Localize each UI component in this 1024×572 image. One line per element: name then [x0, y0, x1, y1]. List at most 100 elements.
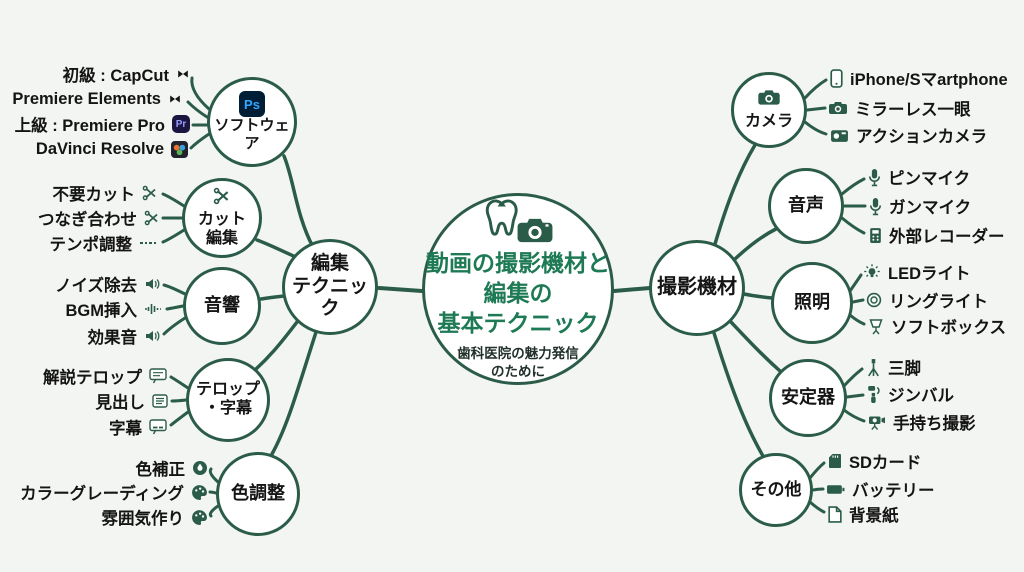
center-icons — [475, 197, 561, 247]
leaf-softbox: ソフトボックス — [868, 314, 1006, 338]
node-label: カット 編集 — [197, 211, 246, 247]
davinci-resolve-icon — [171, 140, 188, 158]
dashed-line-icon — [139, 239, 157, 247]
leaf-background-paper: 背景紙 — [828, 502, 899, 526]
leaf-noise-removal: ノイズ除去 — [55, 272, 160, 296]
ring-light-icon — [866, 292, 882, 308]
leaf-label: 色補正 — [135, 461, 186, 479]
node-edit-techniques: 編集 テクニック — [282, 239, 378, 335]
node-label: 音響 — [204, 295, 240, 316]
node-stabilizer: 安定器 — [769, 359, 847, 437]
premiere-pro-icon: Pr — [172, 115, 190, 133]
leaf-premiere-pro: 上級 : Premiere Pro Pr — [15, 112, 190, 136]
leaf-label: 効果音 — [87, 329, 138, 347]
microphone-icon — [868, 168, 881, 187]
leaf-iphone-smartphone: iPhone/Sマartphone — [830, 66, 1008, 90]
palette-icon — [191, 484, 208, 501]
leaf-label: 見出し — [95, 394, 146, 412]
smartphone-icon — [830, 68, 843, 88]
leaf-label: 上級 : Premiere Pro — [14, 117, 165, 135]
node-shooting-equipment: 撮影機材 — [649, 240, 745, 336]
node-others: その他 — [739, 453, 813, 527]
leaf-label: 手持ち撮影 — [893, 415, 976, 433]
led-bulb-icon — [863, 263, 881, 281]
handheld-camera-icon — [868, 414, 886, 431]
leaf-action-camera: アクションカメラ — [830, 123, 987, 147]
leaf-bgm-insert: BGM挿入 — [66, 297, 163, 321]
leaf-label: ジンバル — [888, 387, 954, 405]
recorder-icon — [869, 227, 882, 244]
paper-icon — [828, 505, 842, 523]
node-cut-editing: カット 編集 — [182, 178, 262, 258]
gimbal-icon — [866, 385, 881, 404]
node-label: 色調整 — [231, 483, 285, 504]
speaker-icon — [144, 276, 160, 292]
leaf-handheld-shooting: 手持ち撮影 — [868, 410, 976, 434]
leaf-label: アクションカメラ — [856, 128, 988, 146]
leaf-label: ピンマイク — [888, 170, 971, 188]
node-color-adjust: 色調整 — [216, 452, 300, 536]
node-label: 編集 テクニック — [291, 253, 368, 320]
leaf-sd-card: SDカード — [828, 449, 921, 473]
scissors-icon — [142, 185, 158, 201]
node-label: 撮影機材 — [657, 276, 737, 299]
node-audio: 音声 — [768, 168, 844, 244]
tripod-icon — [866, 358, 881, 377]
leaf-label: ガンマイク — [889, 199, 972, 217]
leaf-label: 解説テロップ — [43, 369, 142, 387]
leaf-tempo-adjust: テンポ調整 — [50, 231, 158, 255]
leaf-label: Premiere Elements — [12, 89, 161, 108]
microphone-icon — [869, 197, 882, 216]
softbox-icon — [868, 318, 884, 335]
leaf-label: つなぎ合わせ — [38, 211, 137, 229]
leaf-color-correction: 色補正 — [136, 456, 209, 480]
leaf-ring-light: リングライト — [866, 288, 988, 312]
waveform-icon — [144, 302, 162, 316]
node-label: ソフトウェ ア — [214, 117, 290, 152]
leaf-label: テンポ調整 — [49, 236, 133, 254]
subtitle-bubble-icon — [149, 419, 167, 435]
leaf-capcut: 初級 : CapCut — [63, 62, 190, 86]
leaf-label: カラーグレーディング — [20, 485, 184, 503]
camera-icon — [515, 215, 555, 252]
node-telop-subtitles: テロップ ・字幕 — [186, 358, 270, 442]
leaf-join-clips: つなぎ合わせ — [38, 206, 160, 230]
node-label: テロップ ・字幕 — [195, 381, 260, 417]
node-lighting: 照明 — [771, 262, 853, 344]
camera-icon — [757, 88, 781, 113]
leaf-label: ミラーレス一眼 — [855, 101, 971, 119]
palette-icon — [191, 509, 208, 526]
photoshop-icon: Ps — [239, 91, 265, 118]
action-camera-icon — [830, 128, 849, 143]
node-label: 照明 — [794, 292, 830, 313]
battery-icon — [826, 484, 845, 495]
leaf-label: 背景紙 — [849, 507, 899, 525]
leaf-label: バッテリー — [852, 482, 935, 500]
leaf-headings: 見出し — [96, 389, 169, 413]
leaf-gimbal: ジンバル — [866, 382, 954, 406]
center-title: 動画の撮影機材と 編集の 基本テクニック — [426, 249, 610, 336]
node-camera: カメラ — [731, 72, 807, 148]
node-label: 安定器 — [781, 387, 835, 408]
leaf-mirrorless: ミラーレス一眼 — [828, 96, 971, 120]
capcut-icon — [168, 92, 182, 106]
leaf-external-recorder: 外部レコーダー — [869, 223, 1005, 247]
leaf-led-light: LEDライト — [863, 260, 971, 284]
leaf-pin-mic: ピンマイク — [868, 165, 970, 189]
leaf-premiere-elements: Premiere Elements — [12, 87, 182, 111]
leaf-label: 三脚 — [888, 360, 921, 378]
leaf-label: SDカード — [849, 454, 922, 472]
leaf-color-grading: カラーグレーディング — [20, 480, 208, 504]
node-software: Ps ソフトウェ ア — [207, 77, 297, 167]
center-subtitle: 歯科医院の魅力発信 のために — [457, 345, 579, 379]
leaf-sound-effects: 効果音 — [88, 324, 161, 348]
leaf-label: LEDライト — [888, 265, 971, 283]
caption-bubble-icon — [149, 368, 167, 384]
camera-icon — [828, 100, 848, 116]
leaf-gun-mic: ガンマイク — [869, 194, 971, 218]
leaf-label: ソフトボックス — [891, 319, 1007, 337]
node-audio-editing: 音響 — [183, 267, 261, 345]
tooth-icon — [481, 197, 525, 247]
